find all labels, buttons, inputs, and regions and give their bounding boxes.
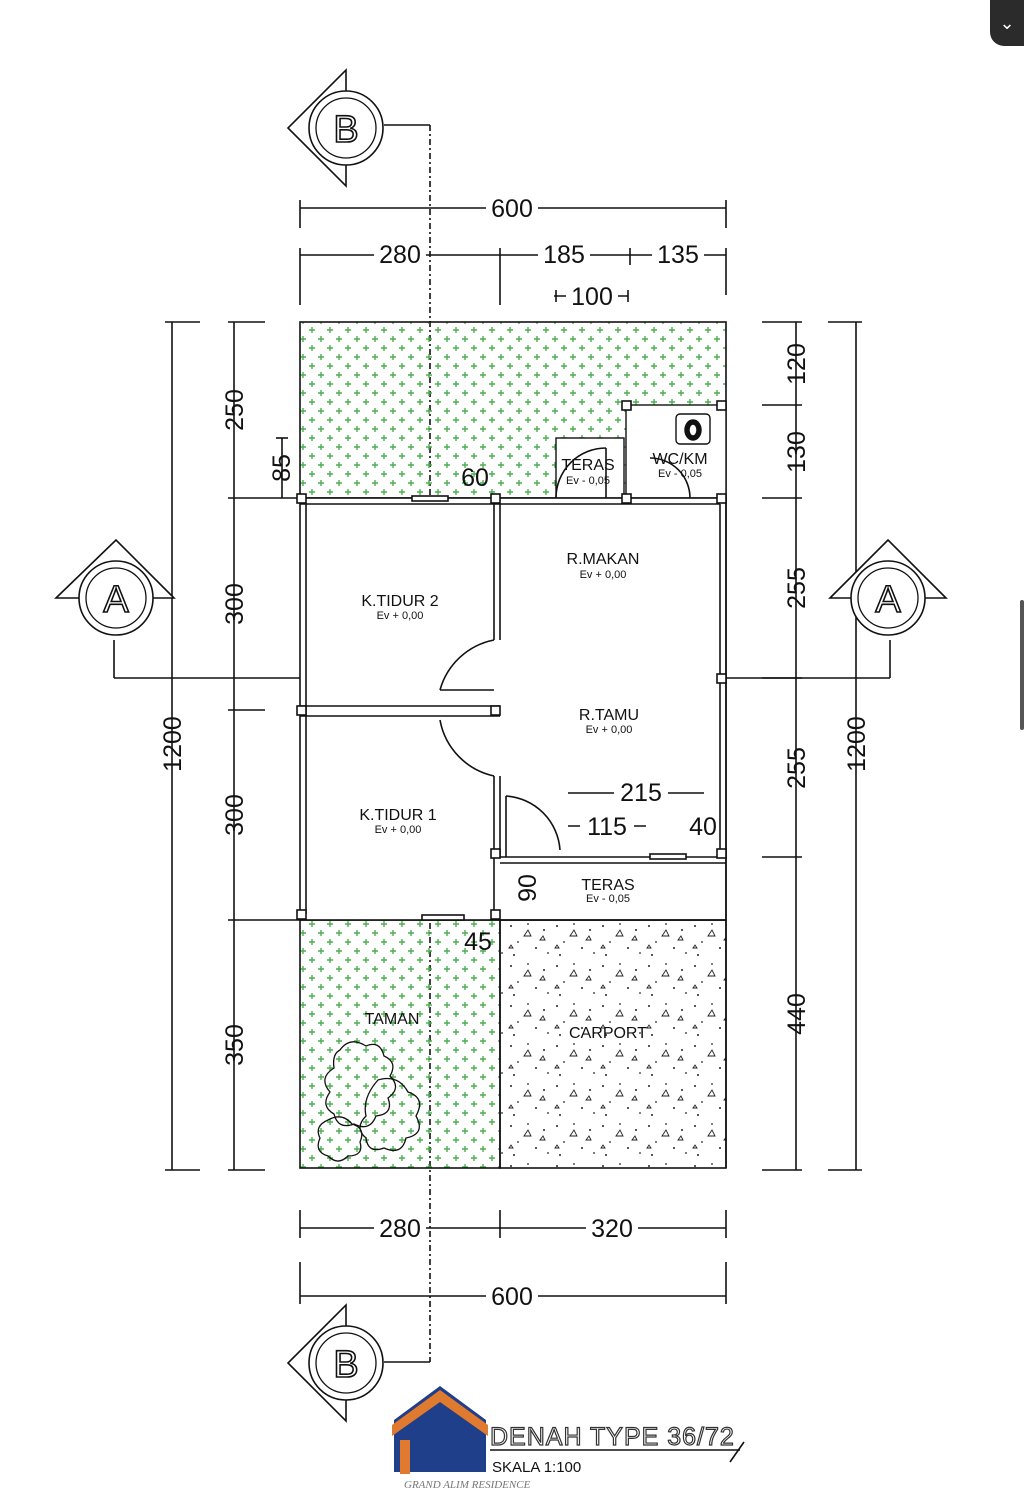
dim-right-255-lower: 255 bbox=[783, 747, 811, 789]
room-k-tidur-1-elev: Ev + 0,00 bbox=[375, 824, 422, 836]
dim-left-350: 350 bbox=[221, 1024, 249, 1066]
room-r-makan-elev: Ev + 0,00 bbox=[580, 569, 627, 581]
room-k-tidur-2-name: K.TIDUR 2 bbox=[361, 593, 438, 610]
room-teras-back-elev: Ev - 0,05 bbox=[566, 475, 610, 487]
section-marker-a-left: A bbox=[54, 538, 176, 636]
dim-top-total: 600 bbox=[491, 195, 533, 223]
room-k-tidur-1-name: K.TIDUR 1 bbox=[359, 807, 436, 824]
section-marker-b-bottom: B bbox=[286, 1303, 384, 1423]
room-r-tamu-name: R.TAMU bbox=[579, 707, 639, 724]
dim-inner-90: 90 bbox=[514, 874, 542, 902]
dim-inner-40: 40 bbox=[689, 813, 717, 841]
room-labels: TERAS Ev - 0,05 WC/KM Ev - 0,05 R.MAKAN … bbox=[359, 451, 707, 1042]
dim-bottom-total: 600 bbox=[491, 1283, 533, 1311]
dim-top-185: 185 bbox=[543, 241, 585, 269]
svg-text:A: A bbox=[875, 579, 901, 621]
room-wc-elev: Ev - 0,05 bbox=[658, 468, 702, 480]
dim-right-130: 130 bbox=[783, 431, 811, 473]
svg-text:B: B bbox=[333, 1344, 358, 1386]
dim-right-120: 120 bbox=[783, 343, 811, 385]
svg-text:B: B bbox=[333, 109, 358, 151]
carport-area bbox=[499, 919, 727, 1169]
room-teras-back-name: TERAS bbox=[561, 457, 614, 474]
room-r-makan-name: R.MAKAN bbox=[567, 551, 640, 568]
dim-left-total: 1200 bbox=[159, 716, 187, 772]
dim-right-255-upper: 255 bbox=[783, 567, 811, 609]
section-marker-a-right: A bbox=[828, 538, 948, 636]
dim-top-135: 135 bbox=[657, 241, 699, 269]
dim-inner-115: 115 bbox=[587, 813, 627, 841]
svg-text:A: A bbox=[103, 579, 129, 621]
house-logo-icon bbox=[392, 1386, 488, 1474]
toilet-icon bbox=[675, 413, 711, 445]
dim-right-440: 440 bbox=[783, 993, 811, 1035]
scale-text: SKALA 1:100 bbox=[492, 1459, 581, 1476]
dim-right-total: 1200 bbox=[843, 716, 871, 772]
right-dimension-lines bbox=[762, 321, 862, 1171]
dim-left-300-upper: 300 bbox=[221, 583, 249, 625]
dimension-labels: 600 280 185 135 100 250 85 300 300 350 1… bbox=[159, 194, 871, 1311]
room-taman-name: TAMAN bbox=[365, 1011, 420, 1028]
dim-inner-60: 60 bbox=[461, 464, 489, 492]
title-text: DENAH TYPE 36/72 bbox=[490, 1423, 735, 1451]
rear-terrace bbox=[555, 437, 625, 499]
room-carport-name: CARPORT bbox=[569, 1025, 647, 1042]
dim-bottom-320: 320 bbox=[591, 1215, 633, 1243]
walls bbox=[299, 447, 727, 1168]
dim-top-100: 100 bbox=[571, 283, 613, 311]
room-wc-name: WC/KM bbox=[652, 451, 707, 468]
chevron-down-icon: ⌄ bbox=[999, 12, 1015, 34]
collapse-button[interactable]: ⌄ bbox=[990, 0, 1024, 46]
columns bbox=[296, 400, 727, 920]
dim-inner-45: 45 bbox=[464, 928, 492, 956]
title-block: DENAH TYPE 36/72 SKALA 1:100 GRAND ALIM … bbox=[392, 1386, 745, 1491]
dim-left-85: 85 bbox=[268, 454, 296, 482]
dim-left-250: 250 bbox=[221, 389, 249, 431]
scroll-edge-indicator bbox=[1020, 600, 1024, 730]
dim-bottom-280: 280 bbox=[379, 1215, 421, 1243]
section-marker-b-top: B bbox=[286, 68, 384, 188]
brand-text: GRAND ALIM RESIDENCE bbox=[404, 1479, 531, 1491]
left-dimension-lines bbox=[165, 321, 300, 1171]
room-teras-front-elev: Ev - 0,05 bbox=[586, 893, 630, 905]
room-r-tamu-elev: Ev + 0,00 bbox=[586, 724, 633, 736]
taman-area bbox=[299, 919, 501, 1169]
room-k-tidur-2-elev: Ev + 0,00 bbox=[377, 610, 424, 622]
room-teras-front-name: TERAS bbox=[581, 877, 634, 894]
tree-icon bbox=[317, 1041, 421, 1162]
dim-top-280: 280 bbox=[379, 241, 421, 269]
dim-inner-215: 215 bbox=[620, 779, 662, 807]
dim-left-300-lower: 300 bbox=[221, 794, 249, 836]
